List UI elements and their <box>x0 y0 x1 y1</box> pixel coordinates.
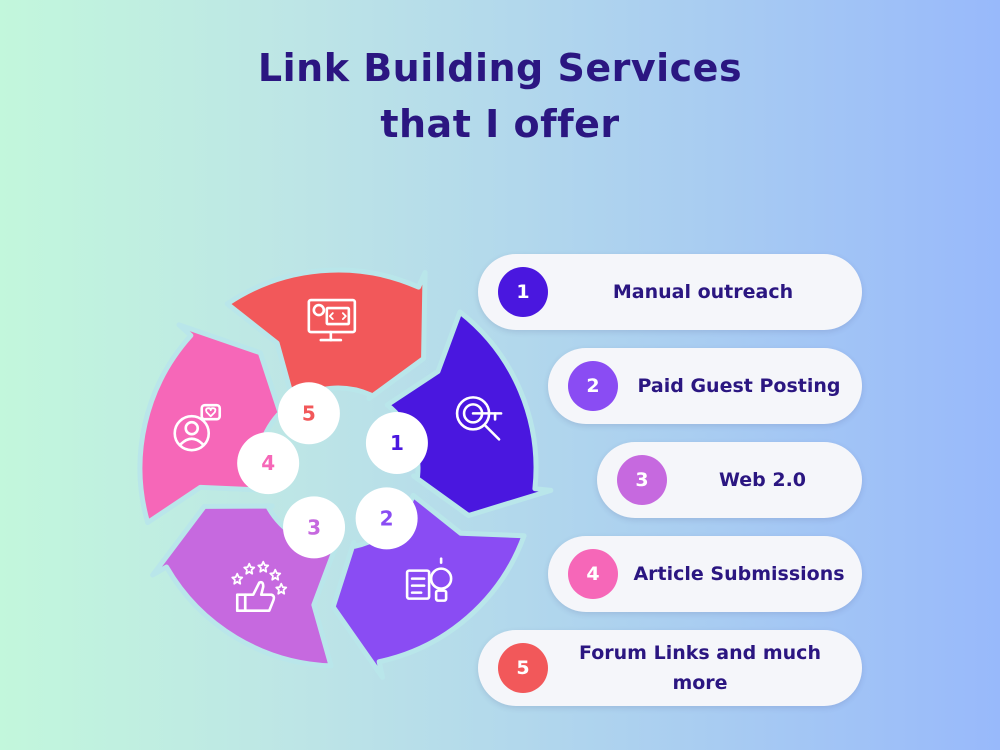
service-item-1: 1 Manual outreach <box>478 254 862 330</box>
page-title: Link Building Services that I offer <box>0 40 1000 152</box>
wheel-badge-1: 1 <box>365 411 428 474</box>
service-label-1: Manual outreach <box>612 281 794 303</box>
lightbulb-idea-icon <box>405 557 453 602</box>
wheel-badge-3: 3 <box>283 496 346 559</box>
wheel-badge-number-5: 5 <box>302 401 316 425</box>
user-profile-heart-icon <box>173 403 222 452</box>
service-label-4: Article Submissions <box>633 563 845 585</box>
service-item-5: 5 Forum Links and much more <box>478 630 862 706</box>
service-item-3: 3 Web 2.0 <box>597 442 862 518</box>
monitor-code-icon <box>307 298 357 342</box>
thumbs-up-stars-icon <box>231 560 288 612</box>
service-item-4: 4 Article Submissions <box>548 536 862 612</box>
wheel-badge-number-4: 4 <box>261 451 275 475</box>
service-label-3: Web 2.0 <box>718 469 807 491</box>
service-number-badge-1: 1 <box>498 267 548 317</box>
title-line-1: Link Building Services <box>257 46 743 90</box>
wheel-icons <box>173 298 503 612</box>
wheel-number-badges: 1 2 3 4 5 <box>237 382 428 559</box>
service-number-badge-4: 4 <box>568 549 618 599</box>
wheel-badge-2: 2 <box>355 487 418 550</box>
service-label-2: Paid Guest Posting <box>637 375 841 397</box>
search-key-icon <box>455 396 503 441</box>
wheel-badge-5: 5 <box>277 382 340 445</box>
service-number-badge-3: 3 <box>617 455 667 505</box>
wheel-badge-number-3: 3 <box>307 515 321 539</box>
service-item-2: 2 Paid Guest Posting <box>548 348 862 424</box>
service-number-badge-2: 2 <box>568 361 618 411</box>
wheel-badge-number-2: 2 <box>380 506 394 530</box>
title-line-2: that I offer <box>380 102 620 146</box>
wheel-badge-4: 4 <box>237 432 300 495</box>
service-label-5: Forum Links and much more <box>579 642 821 694</box>
wheel-badge-number-1: 1 <box>390 431 404 455</box>
service-number-badge-5: 5 <box>498 643 548 693</box>
